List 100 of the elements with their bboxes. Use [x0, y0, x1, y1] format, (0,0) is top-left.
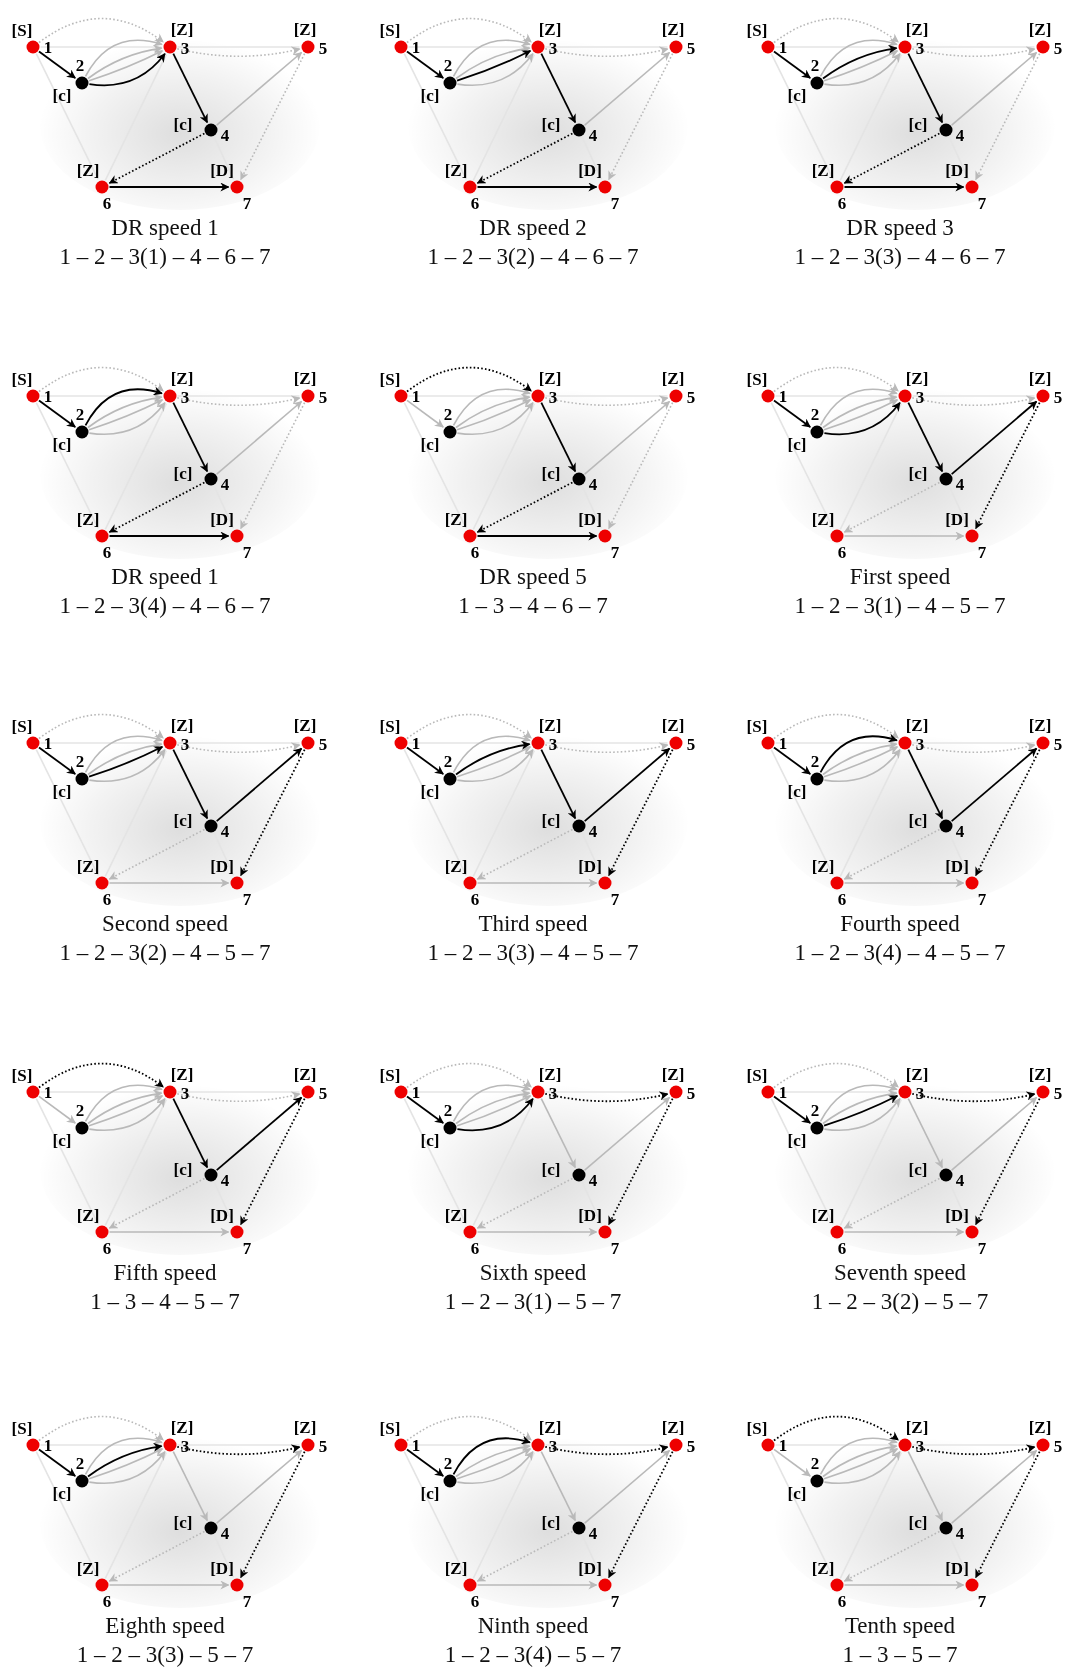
speed-title: Fourth speed [840, 912, 960, 935]
node-dot [598, 529, 612, 543]
speed-title: DR speed 2 [479, 216, 587, 239]
node-label: 6 [470, 1592, 480, 1610]
arrow [773, 399, 812, 428]
node-label: 6 [102, 543, 112, 561]
arrow [84, 386, 163, 427]
node-sequence: 1 – 2 – 3(1) – 5 – 7 [444, 1290, 622, 1313]
arrow [544, 395, 669, 407]
arrow [819, 386, 898, 427]
node-label: [Z] [170, 369, 194, 387]
connector-line [35, 1450, 99, 1579]
node-label: 2 [810, 56, 820, 74]
node-label: 1 [778, 387, 788, 405]
node-label: [c] [787, 782, 807, 800]
arrow [608, 401, 674, 530]
node-dot [163, 40, 177, 54]
node-label: [Z] [76, 161, 100, 179]
arrow [108, 481, 206, 533]
node-label: [c] [420, 782, 440, 800]
node-label: 4 [588, 126, 598, 144]
node-label: 5 [1053, 735, 1063, 753]
node-label: 6 [470, 194, 480, 212]
arrow [975, 52, 1041, 181]
node-label: [Z] [444, 510, 468, 528]
node-label: [Z] [905, 1418, 929, 1436]
node-dot [939, 472, 953, 486]
node-label: [S] [746, 717, 768, 735]
arrow [822, 740, 898, 776]
node-label: 6 [470, 543, 480, 561]
node-dot [939, 1168, 953, 1182]
node-label: 4 [220, 126, 230, 144]
arrow [911, 46, 1036, 58]
node-dot [939, 1521, 953, 1535]
arrow [540, 1450, 576, 1522]
arrow [476, 1530, 574, 1582]
node-dot [75, 76, 89, 90]
node-label: [Z] [538, 1418, 562, 1436]
node-label: [c] [541, 1160, 561, 1178]
node-label: [c] [908, 115, 928, 133]
node-dot [75, 772, 89, 786]
arrow [38, 50, 77, 79]
node-label: [Z] [76, 1559, 100, 1577]
node-dot [810, 425, 824, 439]
node-dot [898, 1085, 912, 1099]
node-label: [c] [52, 1484, 72, 1502]
arrow [172, 1450, 208, 1522]
node-dot [230, 180, 244, 194]
arrow [950, 1096, 1038, 1171]
arrow [819, 733, 898, 774]
arrow [974, 1450, 1041, 1579]
arrow [907, 1450, 943, 1522]
arrow [950, 747, 1038, 822]
node-label: [c] [541, 1513, 561, 1531]
node-dot [669, 389, 683, 403]
arrow [84, 733, 163, 774]
node-label: [c] [787, 86, 807, 104]
arrow [452, 386, 531, 427]
node-label: 4 [955, 475, 965, 493]
node-label: [c] [52, 1131, 72, 1149]
node-label: 4 [220, 1171, 230, 1189]
node-label: 1 [43, 387, 53, 405]
arrow [583, 747, 671, 822]
arrow [406, 17, 532, 44]
arrow [476, 481, 574, 533]
node-label: [c] [541, 464, 561, 482]
node-label: 3 [915, 388, 925, 406]
arrow [911, 395, 1036, 407]
node-label: [Z] [170, 716, 194, 734]
node-label: [Z] [1028, 20, 1052, 38]
node-label: [S] [379, 717, 401, 735]
node-dot [204, 123, 218, 137]
node-sequence: 1 – 2 – 3(1) – 4 – 6 – 7 [59, 245, 271, 268]
node-label: [Z] [811, 1559, 835, 1577]
node-label: [Z] [1028, 1418, 1052, 1436]
node-label: 6 [102, 1592, 112, 1610]
node-dot [572, 123, 586, 137]
node-dot [26, 1085, 40, 1099]
node-dot [301, 40, 315, 54]
arrow [819, 1435, 898, 1476]
arrow [843, 1177, 941, 1229]
node-label: 5 [318, 735, 328, 753]
node-label: [S] [746, 370, 768, 388]
node-label: 4 [220, 475, 230, 493]
node-label: [D] [578, 510, 602, 528]
node-label: [c] [173, 1513, 193, 1531]
node-label: [c] [908, 464, 928, 482]
node-dot [204, 819, 218, 833]
node-label: 3 [180, 1437, 190, 1455]
node-label: 4 [955, 126, 965, 144]
speed-title: Second speed [102, 912, 228, 935]
node-label: [D] [945, 161, 969, 179]
connector-line [403, 401, 467, 530]
node-label: [Z] [905, 1065, 929, 1083]
arrow [544, 1091, 669, 1103]
node-dot [761, 389, 775, 403]
node-label: 1 [411, 1083, 421, 1101]
node-label: [S] [746, 1066, 768, 1084]
arrow [540, 401, 577, 473]
node-label: [D] [945, 510, 969, 528]
